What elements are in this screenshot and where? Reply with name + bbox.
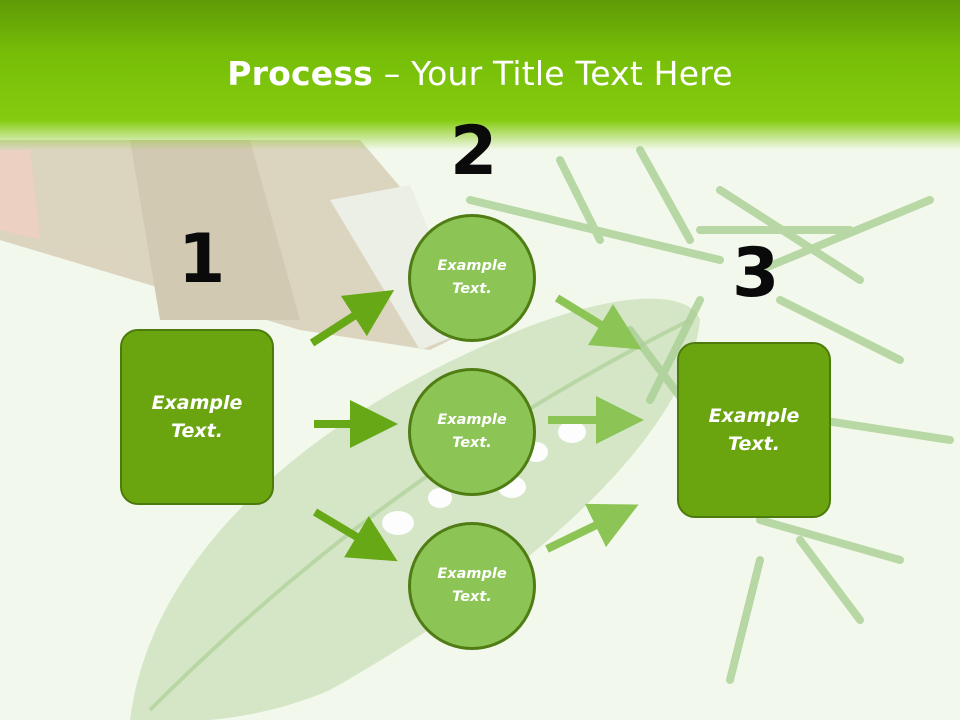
title-banner — [0, 0, 960, 150]
step-number-2: 2 — [450, 112, 498, 191]
circle-top: Example Text. — [408, 214, 536, 342]
step-number-3: 3 — [732, 234, 780, 313]
circle-middle: Example Text. — [408, 368, 536, 496]
arrow-top-to-right — [554, 294, 642, 350]
left-box-text: Example Text. — [151, 391, 243, 443]
right-box: Example Text. — [677, 342, 831, 518]
right-box-text: Example Text. — [708, 404, 800, 456]
title-rest: – Your Title Text Here — [373, 54, 733, 93]
arrow-bottom-to-right — [545, 503, 639, 553]
arrow-left-to-top — [309, 289, 395, 347]
left-box: Example Text. — [120, 329, 274, 505]
circle-bottom-text: Example Text. — [437, 565, 507, 605]
title-bold: Process — [227, 54, 374, 93]
circle-middle-text: Example Text. — [437, 411, 507, 451]
circle-bottom: Example Text. — [408, 522, 536, 650]
circle-top-text: Example Text. — [437, 257, 507, 297]
arrow-left-to-bottom — [312, 508, 398, 562]
step-number-1: 1 — [178, 220, 226, 299]
page-title: Process – Your Title Text Here — [0, 54, 960, 93]
